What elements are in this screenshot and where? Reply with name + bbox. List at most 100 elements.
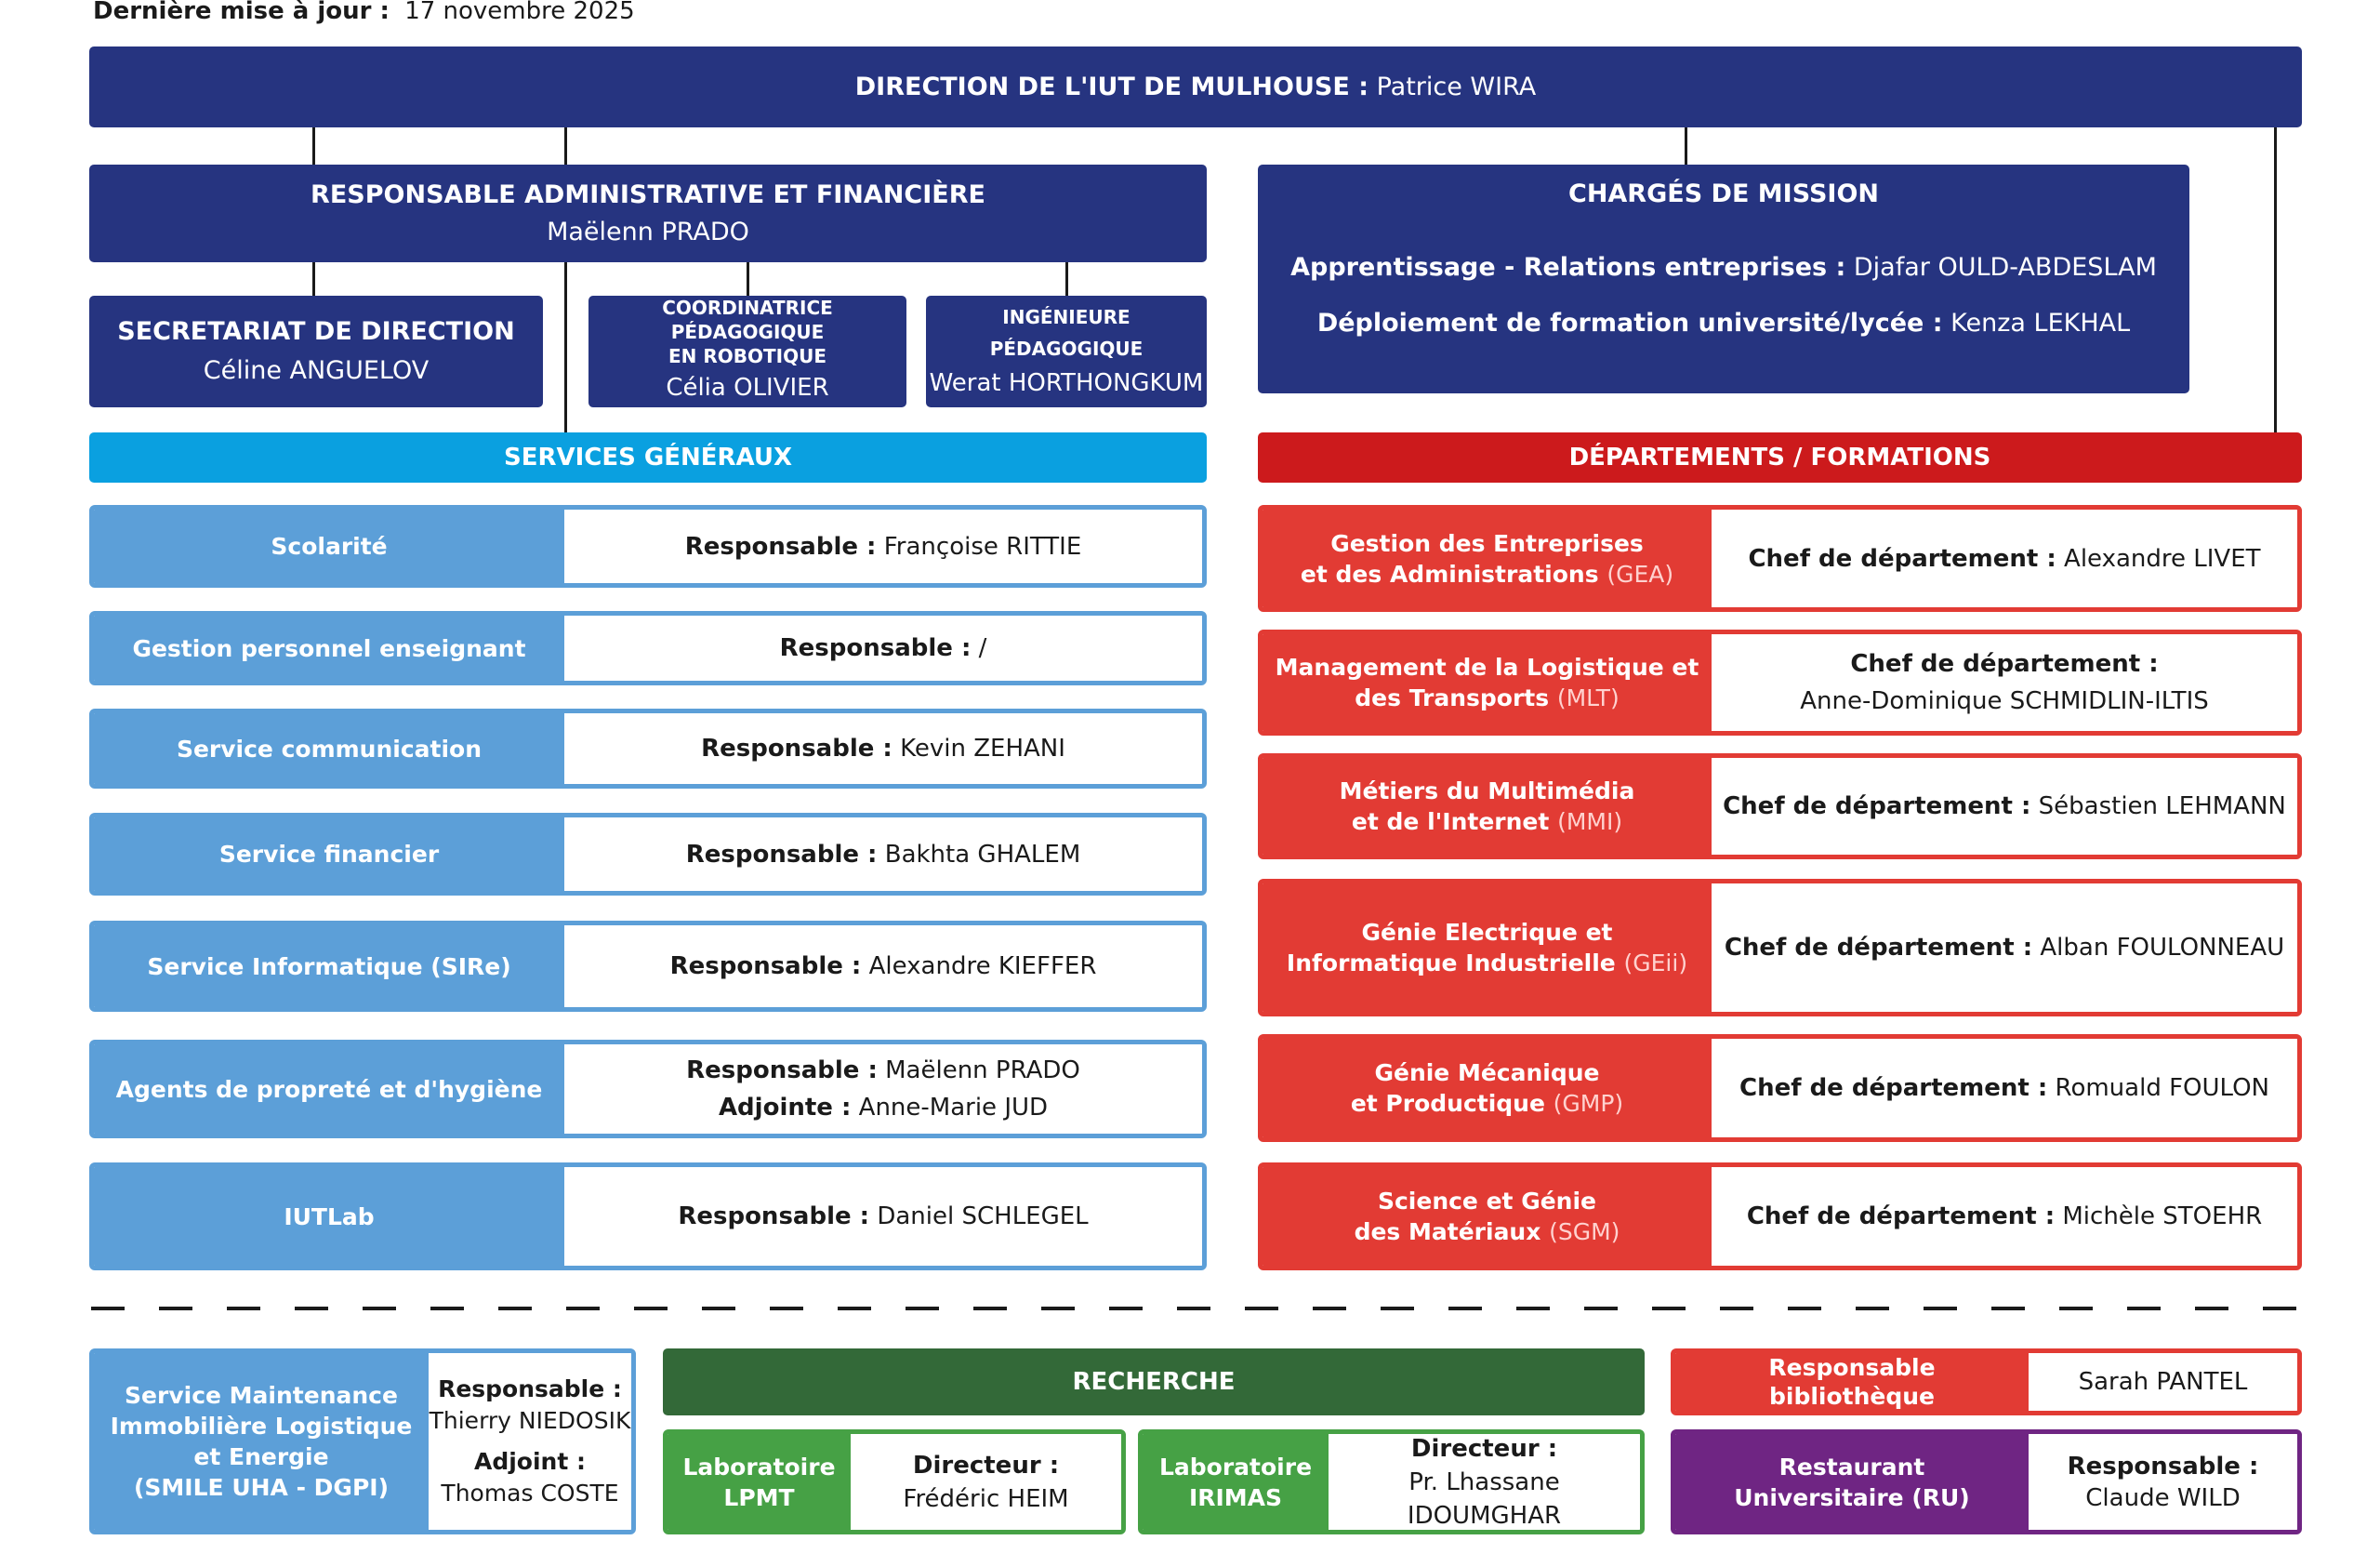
resp-label: Responsable : <box>686 1056 878 1084</box>
separator-dash <box>1584 1307 1618 1310</box>
lab-line1: Laboratoire <box>682 1453 836 1481</box>
separator-dash <box>1041 1307 1075 1310</box>
dept-row-geii: Génie Electrique et Informatique Industr… <box>1258 879 2302 1016</box>
resp-name: Thierry NIEDOSIK <box>429 1407 631 1434</box>
dept-abbr: (SGM) <box>1549 1218 1620 1245</box>
separator-dash <box>430 1307 464 1310</box>
separator-dash <box>1924 1307 1957 1310</box>
dept-value: Chef de département : Sébastien LEHMANN <box>1712 758 2297 855</box>
resp-label: Responsable : <box>669 952 862 980</box>
secretariat-box: SECRETARIAT DE DIRECTION Céline ANGUELOV <box>89 296 543 407</box>
resp-label: Responsable : <box>678 1202 870 1230</box>
chef-name: Sébastien LEHMANN <box>2038 792 2286 820</box>
resp-label: Responsable : <box>438 1375 622 1402</box>
separator-dash <box>363 1307 396 1310</box>
connector-line <box>2274 126 2277 432</box>
separator-dash <box>159 1307 192 1310</box>
resp-label: Responsable : <box>701 735 892 763</box>
separator-dash <box>2195 1307 2228 1310</box>
dept-label: Métiers du Multimédia et de l'Internet (… <box>1263 758 1712 855</box>
connector-line <box>312 126 315 165</box>
separator-dash <box>906 1307 939 1310</box>
mission-name: Djafar OULD-ABDESLAM <box>1853 253 2157 282</box>
dept-abbr: (GMP) <box>1553 1090 1624 1117</box>
dept-abbr: (GEA) <box>1606 560 1674 588</box>
smile-line: Service Maintenance <box>125 1382 398 1409</box>
dept-line2: Informatique Industrielle <box>1286 949 1616 976</box>
dept-label: Génie Electrique et Informatique Industr… <box>1263 883 1712 1012</box>
coordinatrice-title-2: EN ROBOTIQUE <box>668 345 826 367</box>
smile-value: Responsable : Thierry NIEDOSIK Adjoint :… <box>429 1353 631 1530</box>
service-value: Responsable : Alexandre KIEFFER <box>564 925 1202 1007</box>
resp-name: Kevin ZEHANI <box>900 735 1065 763</box>
dept-line2: et des Administrations <box>1300 560 1599 588</box>
direction-box: DIRECTION DE L'IUT DE MULHOUSE : Patrice… <box>89 46 2302 127</box>
dir-label: Directeur : <box>1410 1434 1558 1463</box>
dept-value: Chef de département : Michèle STOEHR <box>1712 1167 2297 1266</box>
resp-name: Bakhta GHALEM <box>884 840 1081 869</box>
services-header: SERVICES GÉNÉRAUX <box>89 432 1207 483</box>
separator-dash <box>566 1307 600 1310</box>
bibliotheque-line2: bibliothèque <box>1768 1383 1936 1410</box>
service-row-scolarite: Scolarité Responsable : Françoise RITTIE <box>89 505 1207 588</box>
chef-name: Anne-Dominique SCHMIDLIN-ILTIS <box>1800 687 2209 715</box>
bibliotheque-line1: Responsable <box>1768 1354 1936 1381</box>
resp-label: Responsable : <box>779 634 972 662</box>
separator-dash <box>702 1307 735 1310</box>
recherche-header: RECHERCHE <box>663 1348 1645 1415</box>
bibliotheque-label: Responsable bibliothèque <box>1675 1353 2029 1411</box>
dir-label: Directeur : <box>912 1451 1060 1480</box>
lab-irimas: Laboratoire IRIMAS Directeur : Pr. Lhass… <box>1138 1429 1645 1534</box>
dept-value: Chef de département : Alexandre LIVET <box>1712 510 2297 607</box>
lab-label: Laboratoire LPMT <box>668 1434 851 1530</box>
coordinatrice-title-1: COORDINATRICE PÉDAGOGIQUE <box>662 297 833 343</box>
dept-line1: Génie Mécanique <box>1374 1059 1600 1086</box>
mission-item: Déploiement de formation université/lycé… <box>1258 309 2189 338</box>
resp-name: Claude WILD <box>2085 1483 2241 1512</box>
separator-dash <box>1109 1307 1143 1310</box>
lab-value: Directeur : Pr. Lhassane IDOUMGHAR <box>1329 1434 1640 1530</box>
lab-line2: IRIMAS <box>1188 1483 1283 1511</box>
chef-name: Alexandre LIVET <box>2064 544 2261 573</box>
restaurant-label: Restaurant Universitaire (RU) <box>1675 1434 2029 1530</box>
dept-row-mmi: Métiers du Multimédia et de l'Internet (… <box>1258 753 2302 859</box>
dept-label: Génie Mécanique et Productique (GMP) <box>1263 1039 1712 1137</box>
chef-label: Chef de département : <box>1746 1202 2056 1230</box>
dept-line1: Métiers du Multimédia <box>1339 777 1635 804</box>
resp-label: Responsable : <box>2067 1452 2259 1481</box>
service-row-iutlab: IUTLab Responsable : Daniel SCHLEGEL <box>89 1162 1207 1270</box>
resp-name: Françoise RITTIE <box>883 532 1082 561</box>
service-row-personnel: Gestion personnel enseignant Responsable… <box>89 611 1207 685</box>
separator-dash <box>1788 1307 1821 1310</box>
smile-line: Immobilière Logistique <box>110 1413 413 1440</box>
bibliotheque-box: Responsable bibliothèque Sarah PANTEL <box>1671 1348 2302 1415</box>
separator-dash <box>1516 1307 1550 1310</box>
separator-dash <box>1991 1307 2025 1310</box>
separator-dash <box>91 1307 125 1310</box>
dept-line1: Gestion des Entreprises <box>1330 529 1644 557</box>
ingenieure-box: INGÉNIEURE PÉDAGOGIQUE Werat HORTHONGKUM <box>926 296 1207 407</box>
secretariat-name: Céline ANGUELOV <box>203 356 430 385</box>
dept-line2: et de l'Internet <box>1351 808 1550 835</box>
bibliotheque-name: Sarah PANTEL <box>2029 1353 2297 1411</box>
coordinatrice-box: COORDINATRICE PÉDAGOGIQUE EN ROBOTIQUE C… <box>588 296 906 407</box>
chef-label: Chef de département : <box>1739 1074 2048 1102</box>
dept-value: Chef de département : Romuald FOULON <box>1712 1039 2297 1137</box>
lab-lpmt: Laboratoire LPMT Directeur : Frédéric HE… <box>663 1429 1126 1534</box>
adj-label: Adjointe : <box>718 1094 852 1122</box>
resp-name: / <box>978 634 987 662</box>
dept-abbr: (MMI) <box>1557 808 1623 835</box>
separator-dash <box>295 1307 328 1310</box>
service-value: Responsable : Daniel SCHLEGEL <box>564 1167 1202 1266</box>
chef-name: Michèle STOEHR <box>2062 1202 2263 1230</box>
adj-name: Anne-Marie JUD <box>858 1094 1049 1122</box>
service-row-financier: Service financier Responsable : Bakhta G… <box>89 813 1207 896</box>
chef-label: Chef de département : <box>1748 544 2056 573</box>
lab-value: Directeur : Frédéric HEIM <box>851 1434 1121 1530</box>
service-label: IUTLab <box>94 1167 564 1266</box>
service-value: Responsable : Kevin ZEHANI <box>564 713 1202 784</box>
raf-name: Maëlenn PRADO <box>547 217 749 246</box>
service-value: Responsable : Maëlenn PRADO Adjointe : A… <box>564 1044 1202 1134</box>
resp-label: Responsable : <box>684 532 877 561</box>
restaurant-box: Restaurant Universitaire (RU) Responsabl… <box>1671 1429 2302 1534</box>
